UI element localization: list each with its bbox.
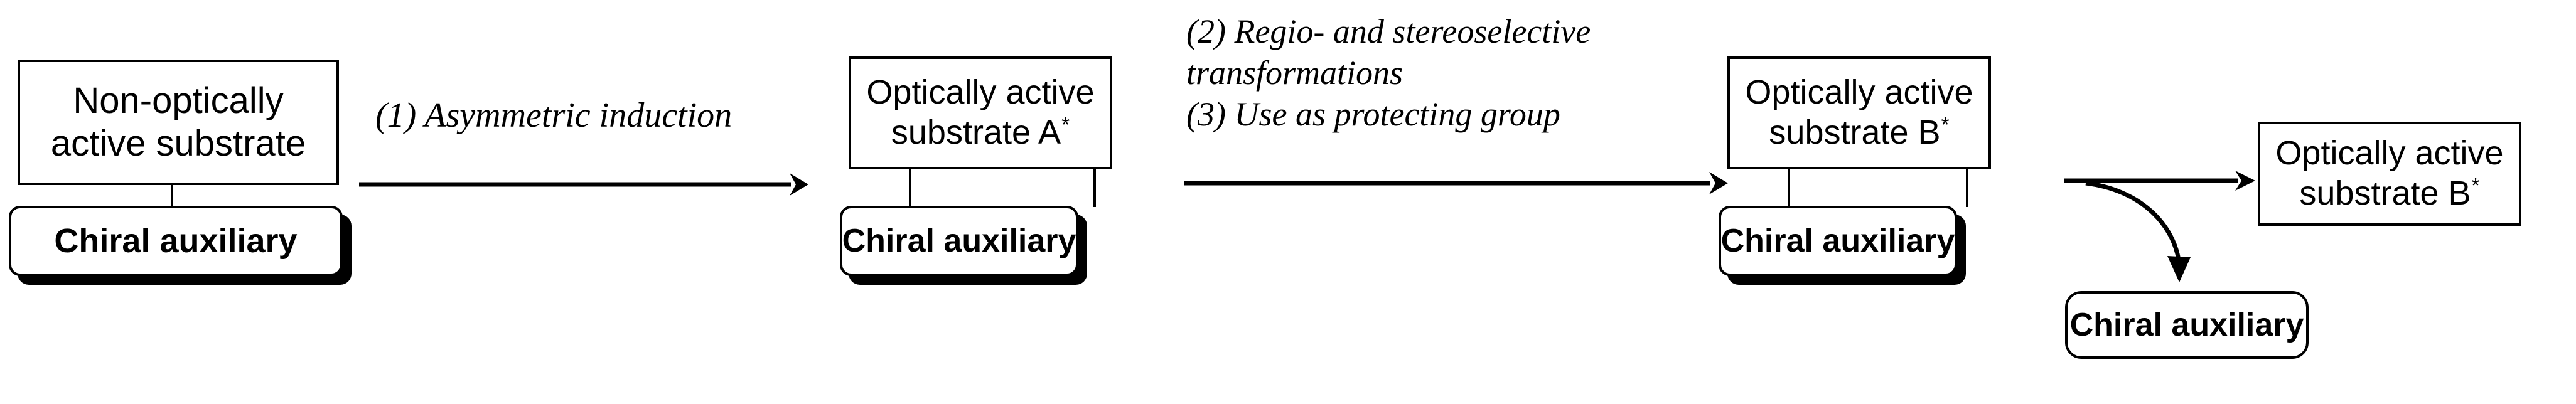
chiral-auxiliary-box-stage1: Chiral auxiliary xyxy=(9,206,343,276)
substrate-line-1: Optically active xyxy=(1745,73,1973,112)
substrate-line-2-wrap: substrate B* xyxy=(1769,113,1949,153)
reaction-arrow-3-with-branch xyxy=(2062,168,2263,294)
substrate-box-optically-active-b-final: Optically active substrate B* xyxy=(2258,122,2521,226)
arrow2-caption-line-1: (2) Regio- and stereoselective xyxy=(1186,13,1591,50)
stereocenter-mark: * xyxy=(1061,114,1070,137)
chiral-auxiliary-box-stage2: Chiral auxiliary xyxy=(840,206,1078,276)
substrate-line-2: substrate A xyxy=(891,114,1061,151)
stereocenter-mark: * xyxy=(2471,174,2480,198)
arrow1-caption: (1) Asymmetric induction xyxy=(375,94,732,137)
arrow2-caption-line-2: transformations xyxy=(1186,53,1403,92)
substrate-line-2-wrap: substrate A* xyxy=(891,113,1070,153)
arrow2-caption-line-3: (3) Use as protecting group xyxy=(1186,95,1560,133)
substrate-line-2-wrap: substrate B* xyxy=(2299,174,2479,214)
arrow1-caption-line: (1) Asymmetric induction xyxy=(375,96,733,135)
substrate-line-2: active substrate xyxy=(50,123,306,164)
connector-stage3-left xyxy=(1788,168,1790,207)
chiral-auxiliary-label: Chiral auxiliary xyxy=(54,222,298,260)
chiral-auxiliary-label: Chiral auxiliary xyxy=(1720,223,1955,259)
substrate-box-optically-active-b: Optically active substrate B* xyxy=(1727,56,1991,169)
substrate-box-optically-active-a: Optically active substrate A* xyxy=(849,56,1112,169)
arrow2-caption: (2) Regio- and stereoselective transform… xyxy=(1186,11,1591,136)
reaction-arrow-2 xyxy=(1183,167,1729,199)
chiral-auxiliary-box-released: Chiral auxiliary xyxy=(2065,291,2309,359)
chiral-auxiliary-label: Chiral auxiliary xyxy=(842,223,1076,259)
connector-stage2-left xyxy=(909,168,911,207)
substrate-line-1: Optically active xyxy=(2275,134,2504,173)
chiral-auxiliary-label: Chiral auxiliary xyxy=(2069,307,2304,343)
connector-stage1 xyxy=(171,184,173,208)
stereocenter-mark: * xyxy=(1941,114,1950,137)
reaction-arrow-1 xyxy=(358,168,810,201)
substrate-box-non-optically-active: Non-optically active substrate xyxy=(18,60,339,185)
substrate-line-2: substrate B xyxy=(2299,174,2471,212)
substrate-line-1: Optically active xyxy=(866,73,1095,112)
chiral-auxiliary-box-stage3: Chiral auxiliary xyxy=(1719,206,1957,276)
substrate-line-1: Non-optically xyxy=(73,80,284,121)
substrate-line-2: substrate B xyxy=(1769,114,1941,151)
connector-stage2-right xyxy=(1093,168,1096,207)
connector-stage3-right xyxy=(1966,168,1968,207)
